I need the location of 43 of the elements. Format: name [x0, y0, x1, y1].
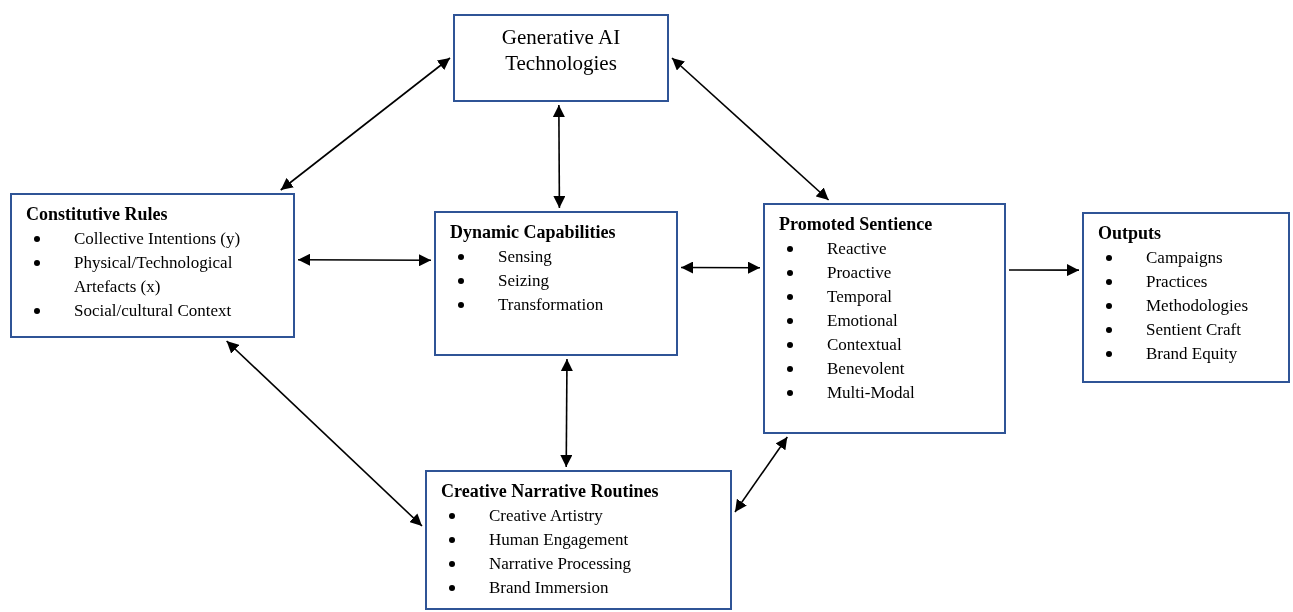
concept-box: [434, 211, 678, 356]
list-item: Multi-Modal: [827, 383, 915, 402]
list-item: Seizing: [498, 271, 549, 290]
list-item: Narrative Processing: [489, 554, 632, 573]
box-heading: Promoted Sentience: [779, 213, 934, 235]
box-heading: Constitutive Rules: [26, 203, 169, 225]
list-item: Brand Equity: [1146, 344, 1238, 363]
arrow: [734, 436, 789, 513]
arrow: [552, 104, 566, 209]
list-item: Proactive: [827, 263, 892, 282]
list-item: Reactive: [827, 239, 887, 258]
arrow: [1008, 264, 1080, 277]
list-item: Brand Immersion: [489, 578, 609, 597]
arrow: [279, 57, 451, 191]
concept-box: [425, 470, 732, 610]
box-heading: Dynamic Capabilities: [450, 221, 617, 243]
list-item: Emotional: [827, 311, 898, 330]
list-item: Transformation: [498, 295, 604, 314]
concept-box: [763, 203, 1006, 434]
arrow: [680, 261, 761, 274]
box-heading: Creative Narrative Routines: [441, 480, 660, 502]
box-heading: Outputs: [1098, 222, 1163, 244]
concept-box: [1082, 212, 1290, 383]
box-heading: Generative AI Technologies: [500, 24, 622, 76]
list-item: Physical/Technological Artefacts (x): [74, 253, 233, 296]
list-item: Contextual: [827, 335, 902, 354]
list-item: Methodologies: [1146, 296, 1248, 315]
list-item: Collective Intentions (y): [74, 229, 241, 248]
list-item: Benevolent: [827, 359, 905, 378]
arrow: [297, 253, 432, 267]
list-item: Sentient Craft: [1146, 320, 1241, 339]
list-item: Creative Artistry: [489, 506, 603, 525]
list-item: Practices: [1146, 272, 1208, 291]
arrow: [560, 358, 573, 468]
list-item: Social/cultural Context: [74, 301, 232, 320]
concept-box: [10, 193, 295, 338]
list-item: Sensing: [498, 247, 552, 266]
list-item: Temporal: [827, 287, 892, 306]
arrow: [225, 340, 423, 527]
arrow: [671, 57, 830, 201]
list-item: Campaigns: [1146, 248, 1223, 267]
list-item: Human Engagement: [489, 530, 629, 549]
concept-box: [453, 14, 669, 102]
